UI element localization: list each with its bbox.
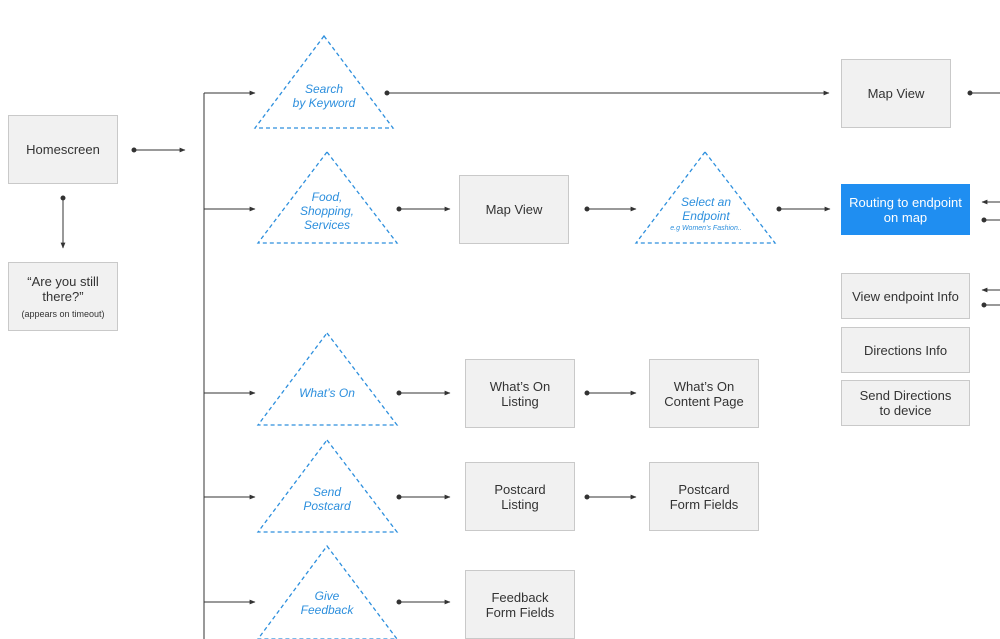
decision-search-label[interactable]: Search by Keyword xyxy=(292,82,356,110)
routing-box[interactable]: Routing to endpoint on map xyxy=(841,184,970,235)
send-directions-box[interactable]: Send Directions to device xyxy=(841,380,970,426)
map-view-mid-label: Map View xyxy=(485,202,543,217)
homescreen-box[interactable]: Homescreen xyxy=(8,115,118,184)
postcard-listing-box[interactable]: Postcard Listing xyxy=(465,462,575,531)
postcard-form-box[interactable]: Postcard Form Fields xyxy=(649,462,759,531)
routing-label: Routing to endpoint on map xyxy=(849,194,962,225)
decision-triangle-postcard xyxy=(256,438,399,533)
decision-select-endpoint-label[interactable]: Select an Endpoint e.g Women’s Fashion.. xyxy=(670,195,742,232)
decision-feedback-label[interactable]: Give Feedback xyxy=(300,589,354,617)
whats-on-content-label: What’s On Content Page xyxy=(664,378,744,409)
decision-triangle-food xyxy=(256,150,399,244)
postcard-form-label: Postcard Form Fields xyxy=(669,481,739,512)
decision-triangle-feedback xyxy=(257,544,398,639)
decision-triangle-whats-on xyxy=(256,331,399,426)
map-view-top-box[interactable]: Map View xyxy=(841,59,951,128)
whats-on-listing-box[interactable]: What’s On Listing xyxy=(465,359,575,428)
feedback-form-box[interactable]: Feedback Form Fields xyxy=(465,570,575,639)
directions-info-label: Directions Info xyxy=(863,342,948,358)
map-view-mid-box[interactable]: Map View xyxy=(459,175,569,244)
decision-postcard-label[interactable]: Send Postcard xyxy=(303,485,351,513)
whats-on-content-box[interactable]: What’s On Content Page xyxy=(649,359,759,428)
decision-triangle-select-endpoint xyxy=(634,150,777,244)
directions-info-box[interactable]: Directions Info xyxy=(841,327,970,373)
view-endpoint-info-label: View endpoint Info xyxy=(852,288,959,304)
timeout-label: “Are you still there?” xyxy=(27,273,99,304)
view-endpoint-info-box[interactable]: View endpoint Info xyxy=(841,273,970,319)
send-directions-label: Send Directions to device xyxy=(859,388,952,418)
postcard-listing-label: Postcard Listing xyxy=(494,481,546,512)
timeout-box[interactable]: “Are you still there?” (appears on timeo… xyxy=(8,262,118,331)
whats-on-listing-label: What’s On Listing xyxy=(489,378,551,409)
decision-whats-on-label[interactable]: What’s On xyxy=(299,386,355,400)
timeout-note: (appears on timeout) xyxy=(21,308,105,319)
decision-food-label[interactable]: Food, Shopping, Services xyxy=(299,190,355,232)
map-view-top-label: Map View xyxy=(867,86,925,101)
feedback-form-label: Feedback Form Fields xyxy=(485,589,555,620)
homescreen-label: Homescreen xyxy=(26,142,100,157)
decision-triangle-search xyxy=(253,34,395,129)
select-endpoint-example: e.g Women’s Fashion.. xyxy=(670,225,742,232)
